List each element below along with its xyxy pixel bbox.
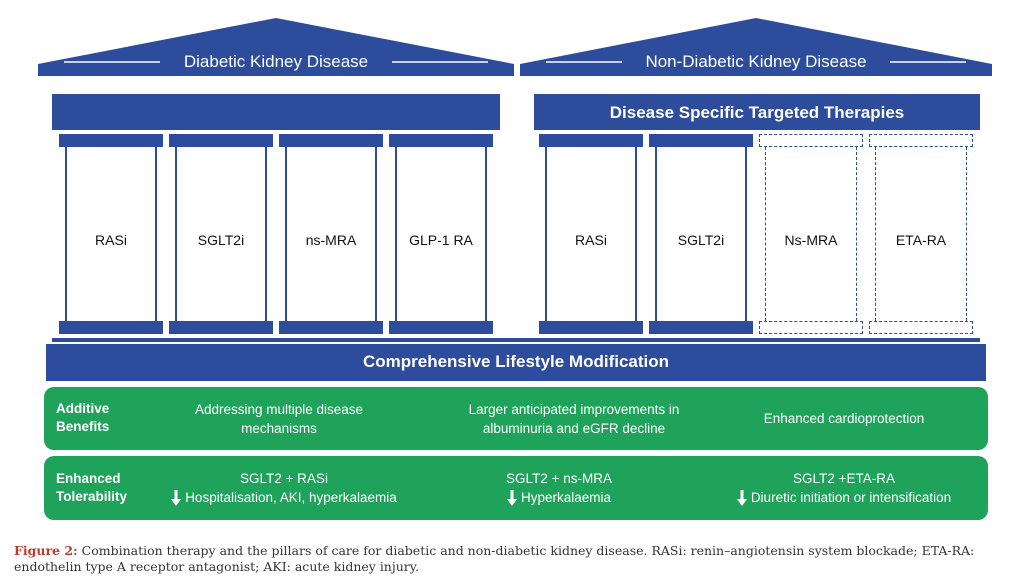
enhanced-tolerability-heading: Enhanced Tolerability xyxy=(56,470,127,506)
pillar-capital xyxy=(169,134,273,147)
pillar-capital xyxy=(539,134,643,147)
figure-label: Figure 2: xyxy=(14,543,78,558)
pillar-sglt2i-right: SGLT2i xyxy=(655,147,747,321)
pillar-eta-ra: ETA-RA xyxy=(875,147,967,321)
effect-label: Diuretic initiation or intensification xyxy=(750,490,952,505)
combo-label: SGLT2 + ns-MRA xyxy=(506,471,612,486)
pillar-base xyxy=(279,321,383,334)
tolerability-item: SGLT2 + ns-MRA Hyperkalaemia xyxy=(474,469,644,507)
effect-line: Hospitalisation, AKI, hyperkalaemia xyxy=(154,488,414,507)
heading-line: Additive xyxy=(56,401,110,416)
right-beam: Disease Specific Targeted Therapies xyxy=(534,94,980,130)
pillar-base-dashed xyxy=(869,321,973,334)
left-house-title: Diabetic Kidney Disease xyxy=(183,52,369,71)
additive-benefits-heading: Additive Benefits xyxy=(56,400,109,436)
pillar-capital xyxy=(389,134,493,147)
pillar-base xyxy=(649,321,753,334)
foundation: Comprehensive Lifestyle Modification xyxy=(46,344,986,381)
effect-line: Hyperkalaemia xyxy=(474,488,644,507)
pillar-sglt2i: SGLT2i xyxy=(175,147,267,321)
enhanced-tolerability-box: Enhanced Tolerability SGLT2 + RASi Hospi… xyxy=(44,456,988,520)
benefit-item: Enhanced cardioprotection xyxy=(734,409,954,428)
pillar-label: RASi xyxy=(95,232,127,248)
pillar-glp1-ra: GLP-1 RA xyxy=(395,147,487,321)
caption-text: Combination therapy and the pillars of c… xyxy=(14,543,975,574)
down-arrow-icon xyxy=(736,490,747,507)
heading-line: Benefits xyxy=(56,419,110,434)
combo-label: SGLT2 + RASi xyxy=(240,471,328,486)
pillar-capital xyxy=(649,134,753,147)
benefit-line: Enhanced cardioprotection xyxy=(763,411,925,426)
foundation-top-step xyxy=(52,338,980,342)
pillar-label: ETA-RA xyxy=(895,232,947,248)
right-roof xyxy=(520,18,992,76)
benefit-line: albuminuria and eGFR decline xyxy=(482,421,666,436)
pillar-rasi: RASi xyxy=(65,147,157,321)
roofs xyxy=(38,18,992,76)
benefit-item: Addressing multiple disease mechanisms xyxy=(164,400,394,438)
pillar-label: SGLT2i xyxy=(677,232,725,248)
combo-label: SGLT2 +ETA-RA xyxy=(793,471,895,486)
left-beam xyxy=(52,94,500,130)
pillar-base xyxy=(59,321,163,334)
pillar-label: GLP-1 RA xyxy=(409,232,473,248)
down-arrow-icon xyxy=(506,490,517,507)
pillar-capital-dashed xyxy=(869,134,973,147)
benefit-item: Larger anticipated improvements in album… xyxy=(429,400,719,438)
pillar-label: RASi xyxy=(575,232,607,248)
pillar-label: SGLT2i xyxy=(197,232,245,248)
benefit-line: Addressing multiple disease xyxy=(194,402,364,417)
tolerability-item: SGLT2 + RASi Hospitalisation, AKI, hyper… xyxy=(154,469,414,507)
targeted-therapies-label: Disease Specific Targeted Therapies xyxy=(609,103,905,122)
benefit-line: Larger anticipated improvements in xyxy=(468,402,680,417)
right-house-title: Non-Diabetic Kidney Disease xyxy=(645,52,867,71)
pillar-base xyxy=(539,321,643,334)
foundation-label: Comprehensive Lifestyle Modification xyxy=(362,352,670,371)
pillar-ns-mra: ns-MRA xyxy=(285,147,377,321)
figure-caption: Figure 2: Combination therapy and the pi… xyxy=(14,543,1014,575)
effect-label: Hyperkalaemia xyxy=(520,490,612,505)
pillar-capital xyxy=(279,134,383,147)
pillar-label: ns-MRA xyxy=(305,232,357,248)
benefit-line: mechanisms xyxy=(241,421,317,436)
pillar-ns-mra-right: Ns-MRA xyxy=(765,147,857,321)
down-arrow-icon xyxy=(171,490,182,507)
additive-benefits-box: Additive Benefits Addressing multiple di… xyxy=(44,387,988,450)
heading-line: Enhanced xyxy=(56,471,121,486)
pillar-rasi-right: RASi xyxy=(545,147,637,321)
pillar-capital-dashed xyxy=(759,134,863,147)
effect-label: Hospitalisation, AKI, hyperkalaemia xyxy=(185,490,397,505)
effect-line: Diuretic initiation or intensification xyxy=(709,488,979,507)
pillar-capital xyxy=(59,134,163,147)
pillar-base xyxy=(389,321,493,334)
pillar-base-dashed xyxy=(759,321,863,334)
heading-line: Tolerability xyxy=(56,489,128,504)
tolerability-item: SGLT2 +ETA-RA Diuretic initiation or int… xyxy=(709,469,979,507)
pillar-base xyxy=(169,321,273,334)
pillar-label: Ns-MRA xyxy=(784,232,838,248)
